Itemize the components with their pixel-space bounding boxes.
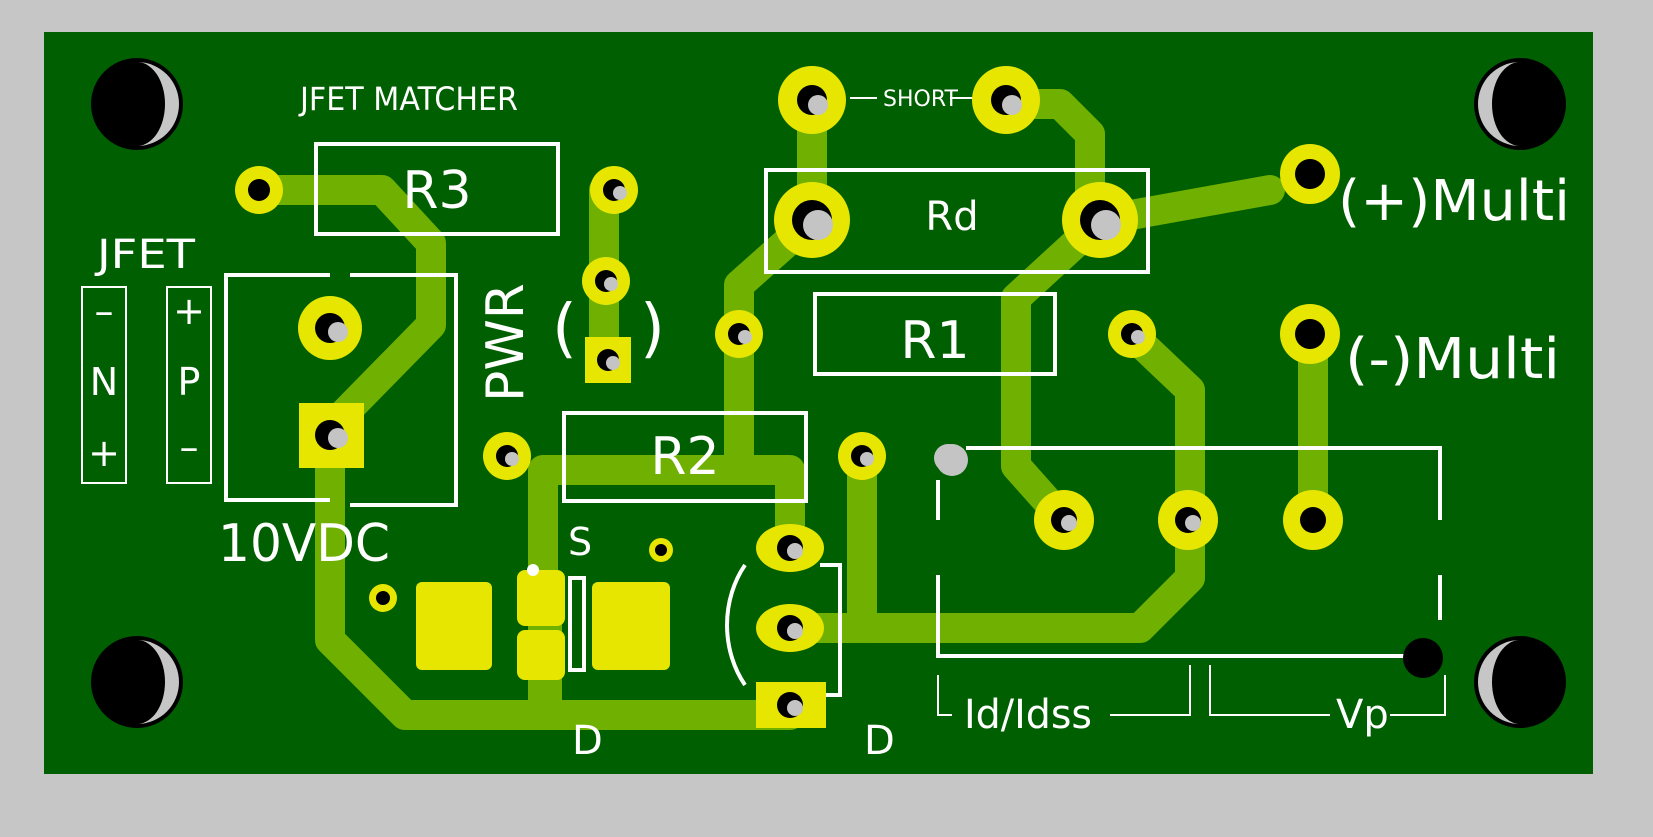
pad-rd-right: [1062, 182, 1138, 258]
pad-multi-minus: [1280, 304, 1340, 364]
jfet-legend-title: JFET: [94, 232, 196, 278]
jfet-p-plus: +: [173, 289, 205, 333]
jfet-p-letter: P: [178, 360, 201, 404]
pad-r1-right: [1108, 310, 1156, 358]
pad-r2-right: [838, 432, 886, 480]
rd-outline: [764, 168, 1150, 274]
pad-jack-2: [299, 403, 364, 468]
pad-rd-left: [774, 182, 850, 258]
transistor-outline: [725, 563, 842, 697]
pad-r3-left: [235, 166, 283, 214]
short-label: SHORT: [883, 87, 959, 112]
r2-label: R2: [650, 427, 719, 487]
pad-transistor-3: [756, 682, 826, 728]
pad-led-1: [582, 257, 630, 305]
r1-label: R1: [900, 311, 969, 371]
silkscreen-outlines: [81, 97, 1446, 716]
led-close-paren: ): [640, 292, 665, 366]
source-label: S: [568, 520, 592, 564]
pad-transistor-2: [756, 604, 824, 652]
pad-switch-2: [1034, 490, 1094, 550]
r3-label: R3: [402, 161, 471, 221]
smd-pad-right: [592, 582, 670, 670]
pad-short-left: [778, 66, 846, 134]
jfet-p-minus: –: [180, 425, 199, 469]
smd-pad-small-top: [517, 570, 565, 626]
id-idss-label: Id/Idss: [964, 692, 1092, 738]
jfet-p-box: [166, 286, 212, 484]
jfet-n-letter: N: [90, 360, 118, 404]
pwr-label: PWR: [476, 283, 536, 402]
board-title: JFET MATCHER: [298, 80, 518, 118]
mounting-hole-top-left: [91, 58, 183, 150]
mounting-hole-bottom-right: [1474, 636, 1566, 728]
drain-label-left: D: [572, 718, 603, 764]
pad-short-right: [972, 66, 1040, 134]
jfet-n-minus: –: [95, 289, 114, 333]
multi-minus-label: (-)Multi: [1345, 327, 1560, 392]
smd-pad-left: [416, 582, 492, 670]
pad-transistor-1: [756, 524, 824, 572]
mounting-hole-bottom-left: [91, 636, 183, 728]
r3-outline: [314, 142, 560, 236]
voltage-label: 10VDC: [218, 514, 390, 574]
r1-outline: [813, 292, 1057, 376]
pad-switch-4: [1283, 490, 1343, 550]
mounting-holes: [91, 58, 1566, 728]
pad-r2-left: [483, 432, 531, 480]
jfet-n-box: [81, 286, 127, 484]
pad-r1-left: [715, 310, 763, 358]
rd-label: Rd: [925, 194, 978, 240]
pad-multi-plus: [1280, 144, 1340, 204]
pad-switch-1: [934, 444, 968, 476]
pad-switch-3: [1158, 490, 1218, 550]
vp-label: Vp: [1336, 692, 1389, 738]
switch-outline: [936, 446, 1442, 658]
pad-r3-right: [590, 166, 638, 214]
through-hole-pads: [235, 66, 1443, 728]
pad-jack-1: [298, 296, 362, 360]
power-jack-outline: [224, 273, 458, 507]
jfet-n-plus: +: [88, 431, 120, 475]
r2-outline: [562, 411, 808, 503]
mounting-hole-top-right: [1474, 58, 1566, 150]
smd-pads: [369, 538, 673, 680]
silkscreen-text: JFET MATCHER SHORT R3 Rd R1 R2 (+)Multi …: [88, 80, 1570, 764]
diode-band: [568, 576, 586, 672]
id-idss-bracket: [937, 665, 1191, 716]
vp-bracket: [1209, 665, 1446, 716]
pad-led-2: [585, 337, 631, 383]
drain-label-right: D: [864, 718, 895, 764]
led-open-paren: (: [552, 292, 577, 366]
pad-switch-5: [1403, 638, 1443, 678]
smd-pad-small-bottom: [517, 630, 565, 680]
multi-plus-label: (+)Multi: [1338, 169, 1570, 234]
